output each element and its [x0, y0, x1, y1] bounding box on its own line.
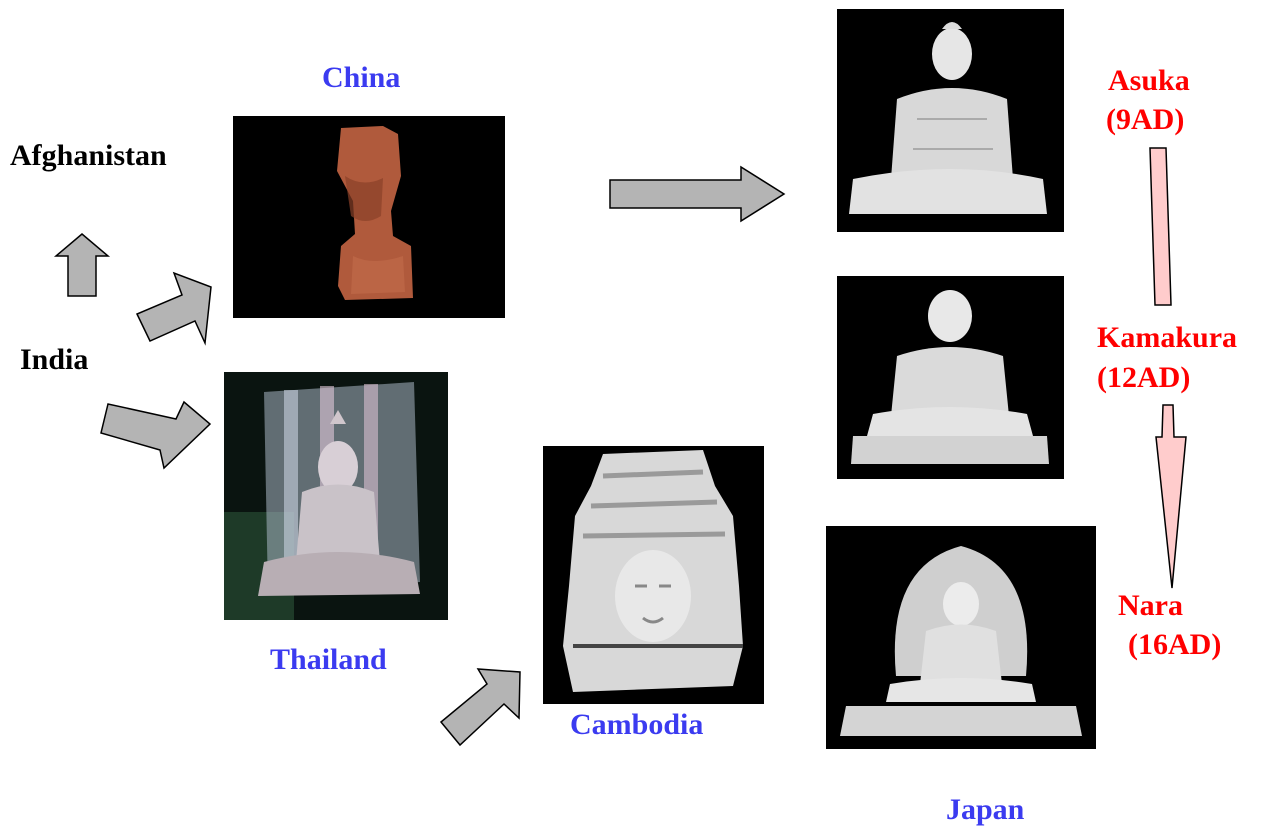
arrow-china-japan: [610, 167, 784, 221]
arrow-thailand-cambodia: [441, 669, 520, 745]
arrow-kamakura-nara: [1156, 405, 1186, 588]
arrow-india-china: [137, 273, 211, 343]
arrow-india-thailand: [101, 402, 210, 468]
arrow-asuka-kamakura: [1150, 148, 1171, 305]
arrow-india-afghanistan: [56, 234, 108, 296]
